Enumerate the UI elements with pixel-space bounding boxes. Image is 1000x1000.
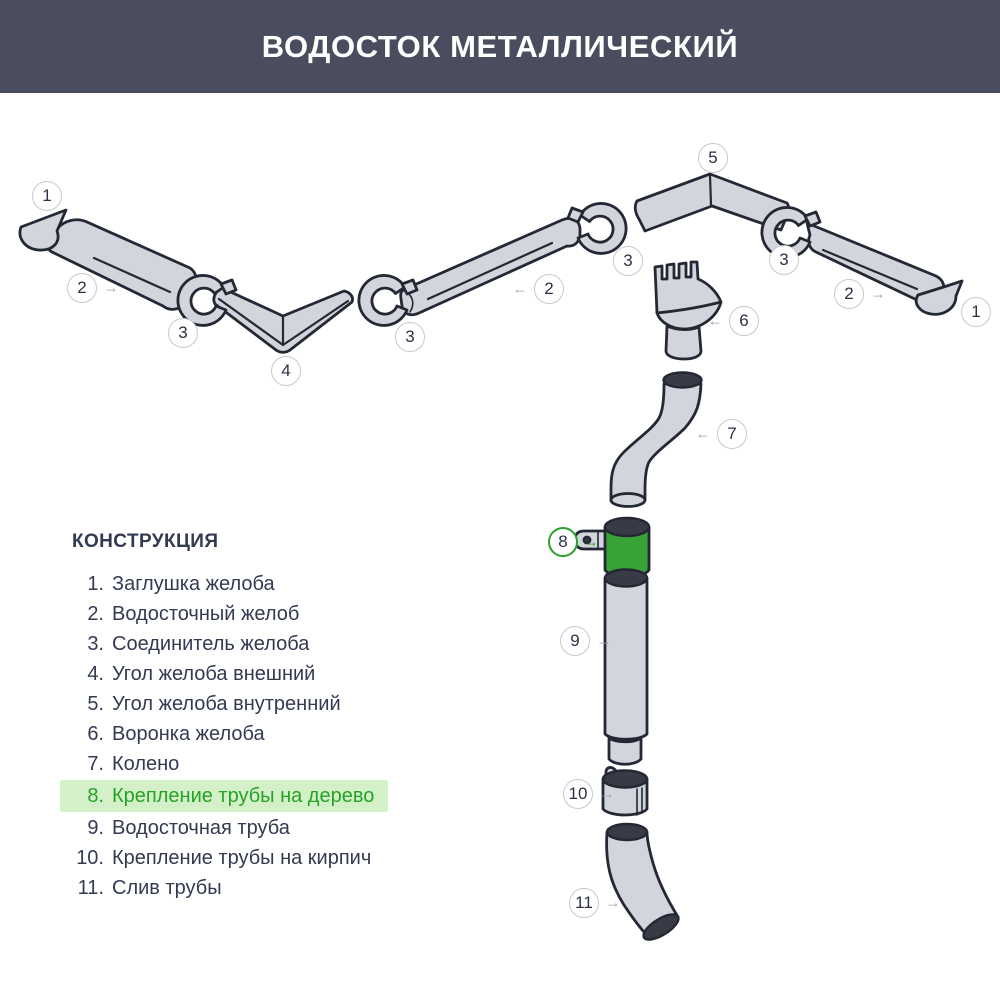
page-title: ВОДОСТОК МЕТАЛЛИЧЕСКИЙ	[261, 28, 739, 64]
inner-corner	[633, 172, 791, 233]
callout-7-elbow: 7←	[696, 419, 747, 449]
legend-item-4: 4.Угол желоба внешний	[87, 662, 316, 685]
legend: КОНСТРУКЦИЯ 1.Заглушка желоба 2.Водосточ…	[60, 531, 389, 903]
legend-item-10: 10.Крепление трубы на кирпич	[76, 846, 372, 869]
pipe-clamp-brick	[601, 766, 649, 817]
callout-6-funnel: 6←	[708, 306, 759, 336]
arrow-left-icon: ←	[512, 280, 528, 298]
gutter-connector-right-2	[760, 206, 822, 259]
legend-item-1: 1.Заглушка желоба	[87, 572, 275, 595]
callout-10-clamp-brick: 10→	[563, 779, 615, 809]
header-bar: ВОДОСТОК МЕТАЛЛИЧЕСКИЙ	[0, 0, 1000, 93]
legend-item-3: 3.Соединитель желоба	[87, 632, 310, 655]
callout-3-connector-right-2: 3	[769, 245, 799, 275]
callout-8-clamp-wood: 8→	[548, 527, 599, 557]
callout-2-gutter-right: 2→	[834, 279, 886, 309]
legend-item-5: 5.Угол желоба внутренний	[87, 692, 341, 715]
callout-4-outer-corner: 4	[271, 356, 301, 386]
outer-corner	[212, 286, 354, 354]
elbow	[609, 371, 703, 508]
callout-3-connector-left-2: 3	[395, 322, 425, 352]
arrow-right-icon: →	[596, 632, 612, 650]
legend-heading: КОНСТРУКЦИЯ	[72, 531, 219, 552]
legend-item-9: 9.Водосточная труба	[87, 816, 290, 839]
arrow-right-icon: →	[103, 279, 119, 297]
callout-1-endcap-left: 1	[32, 181, 62, 211]
pipe-clamp-wood	[573, 516, 651, 579]
end-cap-left	[18, 208, 68, 252]
callout-11-outlet: 11→	[569, 888, 621, 918]
gutter-connector-left-2	[357, 274, 419, 327]
downpipe	[603, 568, 649, 766]
end-cap-right	[914, 279, 964, 316]
arrow-right-icon: →	[583, 533, 599, 551]
callout-1-endcap-right: 1	[961, 297, 991, 327]
callout-3-connector-left-1: 3	[168, 318, 198, 348]
callout-3-connector-right-1: 3	[613, 246, 643, 276]
legend-item-8-highlighted: 8.Крепление трубы на дерево	[60, 780, 389, 812]
arrow-right-icon: →	[870, 285, 886, 303]
legend-item-6: 6.Воронка желоба	[87, 722, 265, 745]
callout-2-gutter-middle: 2←	[513, 274, 564, 304]
legend-item-7: 7.Колено	[87, 752, 180, 775]
legend-item-2: 2.Водосточный желоб	[87, 602, 300, 625]
pipe-outlet	[605, 822, 680, 941]
gutter-connector-right-1	[566, 202, 628, 255]
arrow-right-icon: →	[599, 785, 615, 803]
legend-item-11: 11.Слив трубы	[77, 876, 222, 899]
gutter-connector-left-1	[176, 274, 238, 327]
arrow-left-icon: ←	[707, 312, 723, 330]
callout-2-gutter-left: 2→	[67, 273, 119, 303]
arrow-right-icon: →	[605, 894, 621, 912]
funnel	[653, 260, 723, 361]
callout-5-inner-corner: 5	[698, 143, 728, 173]
callout-9-downpipe: 9→	[560, 626, 612, 656]
arrow-left-icon: ←	[695, 425, 711, 443]
